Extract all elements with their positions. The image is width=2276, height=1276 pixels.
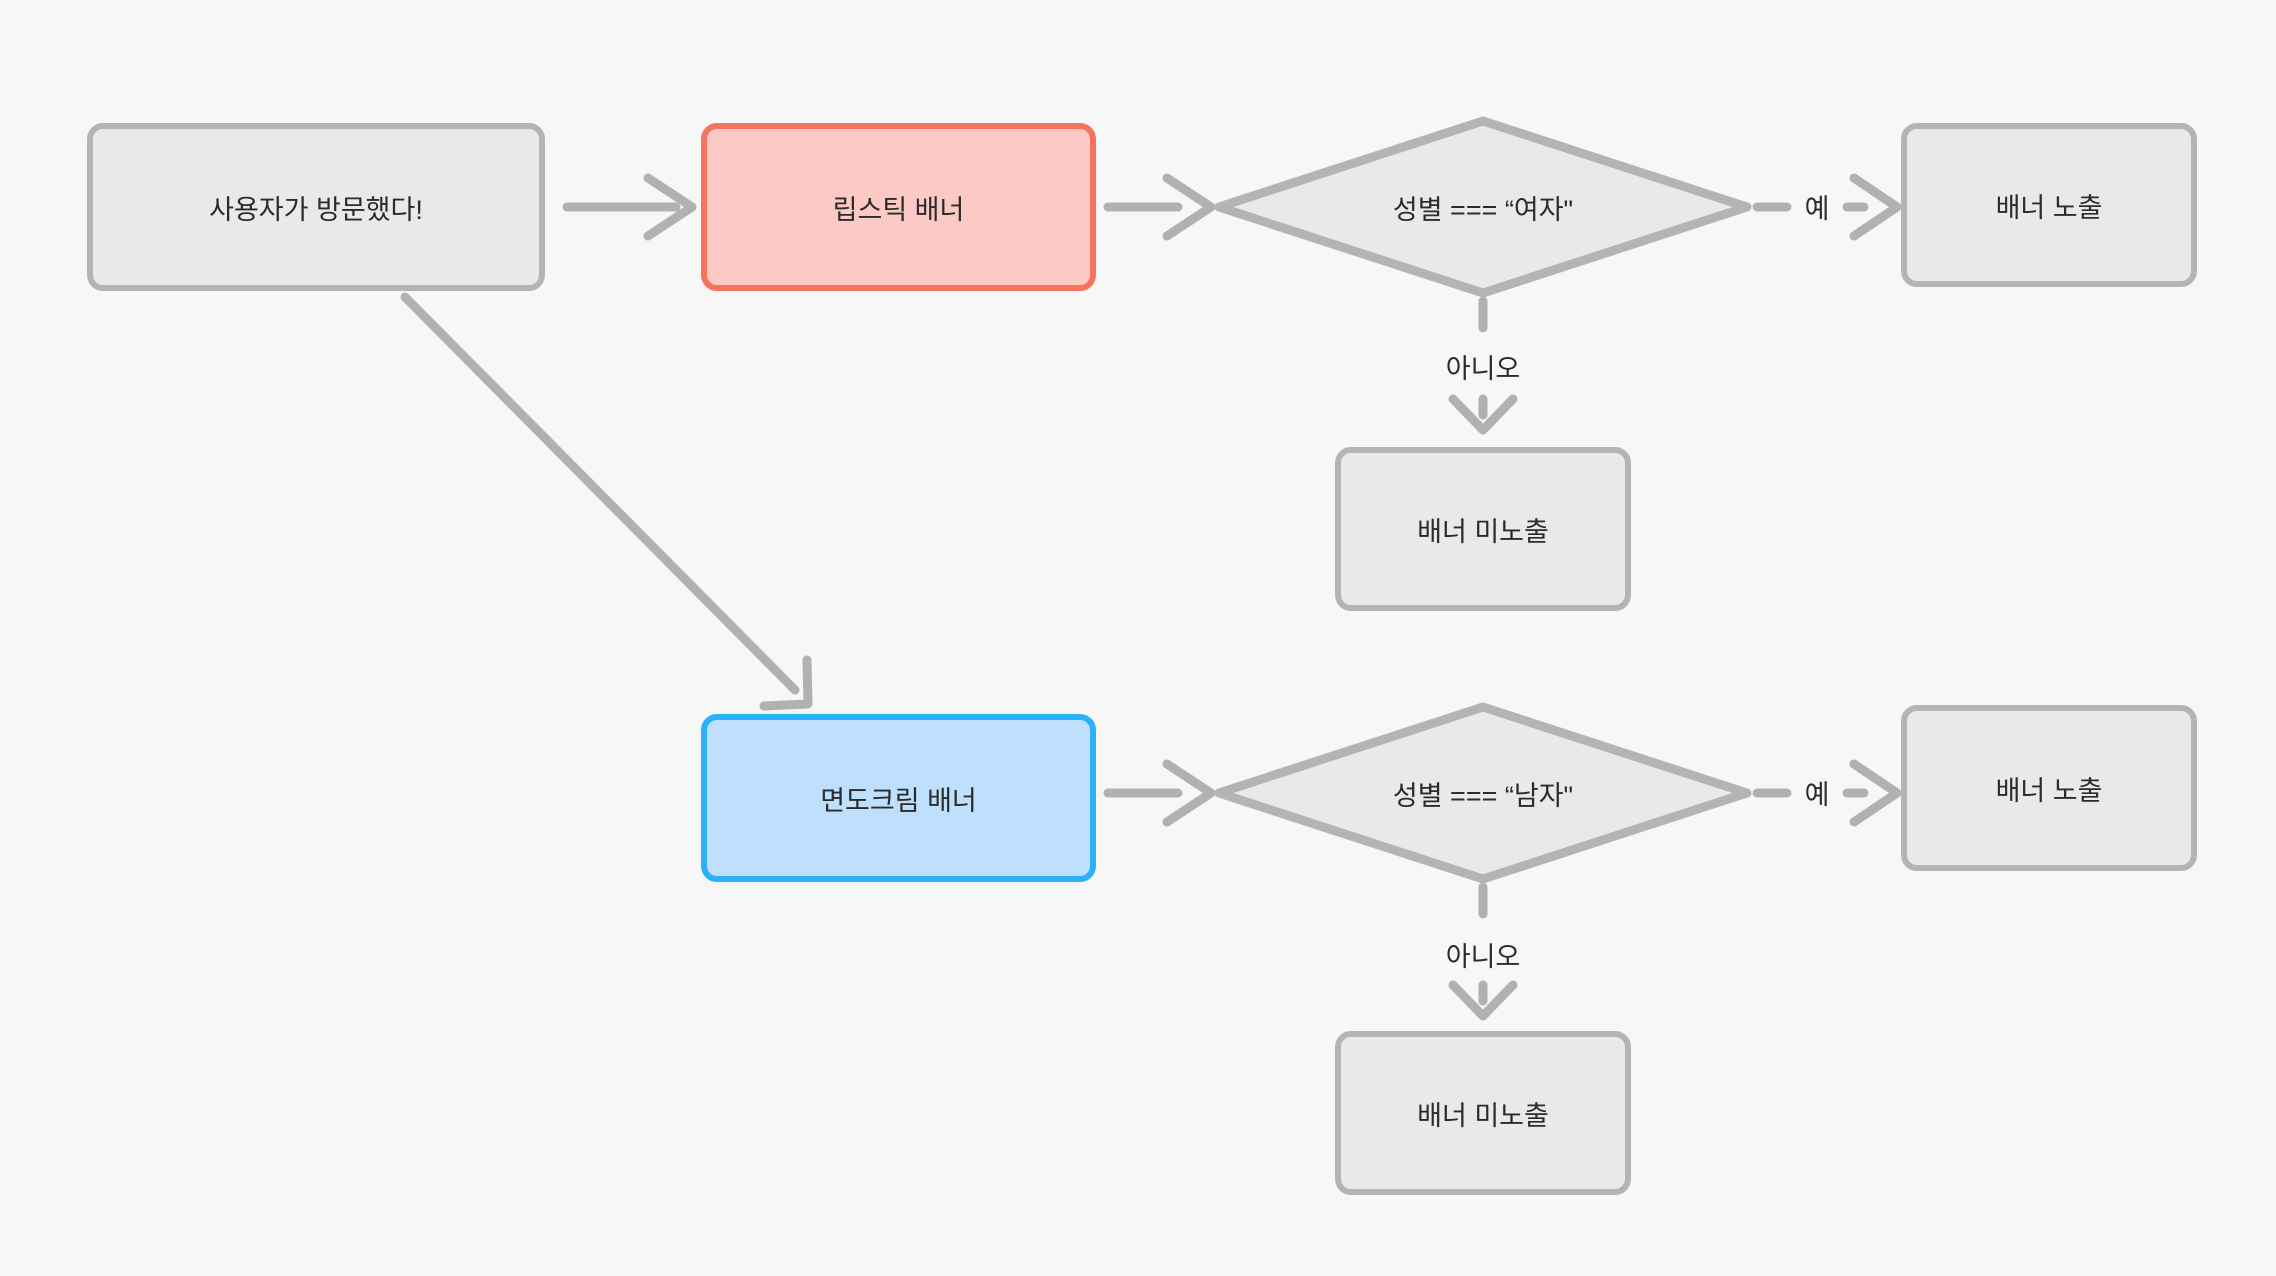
node-user-visited: 사용자가 방문했다!	[87, 123, 545, 291]
node-banner-shown-bottom: 배너 노출	[1901, 705, 2197, 871]
decision-diamond-male	[1214, 702, 1752, 884]
node-banner-shown-bottom-label: 배너 노출	[1995, 775, 2103, 806]
node-banner-hidden-bottom: 배너 미노출	[1335, 1031, 1631, 1195]
node-lipstick-banner-label: 립스틱 배너	[832, 194, 965, 225]
edge-label-no-bottom-text: 아니오	[1445, 941, 1521, 972]
edge-start-to-lipstick	[562, 173, 697, 241]
edge-female-check-no	[1448, 296, 1518, 435]
node-shaving-cream-banner-label: 면도크림 배너	[820, 785, 977, 816]
edge-start-to-shaving	[400, 292, 813, 711]
edge-label-no-top-text: 아니오	[1445, 353, 1521, 384]
edge-label-no-bottom: 아니오	[1403, 927, 1563, 981]
node-banner-hidden-top-label: 배너 미노출	[1417, 516, 1549, 547]
edge-label-yes-top: 예	[1777, 179, 1857, 233]
edge-label-yes-bottom-text: 예	[1804, 779, 1830, 810]
edge-label-yes-bottom: 예	[1777, 765, 1857, 819]
edge-female-check-yes	[1752, 173, 1902, 241]
edge-male-check-no	[1448, 882, 1518, 1021]
decision-female-label: 성별 === “여자"	[1392, 194, 1574, 225]
edge-male-check-yes	[1752, 759, 1902, 827]
node-shaving-cream-banner: 면도크림 배너	[701, 714, 1096, 882]
edge-lipstick-to-female-check	[1103, 173, 1216, 241]
node-banner-shown-top-label: 배너 노출	[1995, 192, 2103, 223]
node-banner-hidden-bottom-label: 배너 미노출	[1417, 1100, 1549, 1131]
decision-diamond-female	[1214, 116, 1752, 298]
node-lipstick-banner: 립스틱 배너	[701, 123, 1096, 291]
node-banner-shown-top: 배너 노출	[1901, 123, 2197, 287]
edge-label-yes-top-text: 예	[1804, 193, 1830, 224]
decision-male-label-wrap: 성별 === “남자"	[1283, 766, 1683, 820]
decision-male-label: 성별 === “남자"	[1392, 780, 1574, 811]
node-user-visited-label: 사용자가 방문했다!	[209, 194, 423, 225]
decision-female-label-wrap: 성별 === “여자"	[1283, 180, 1683, 234]
edge-label-no-top: 아니오	[1403, 339, 1563, 393]
node-banner-hidden-top: 배너 미노출	[1335, 447, 1631, 611]
edge-shaving-to-male-check	[1103, 759, 1216, 827]
